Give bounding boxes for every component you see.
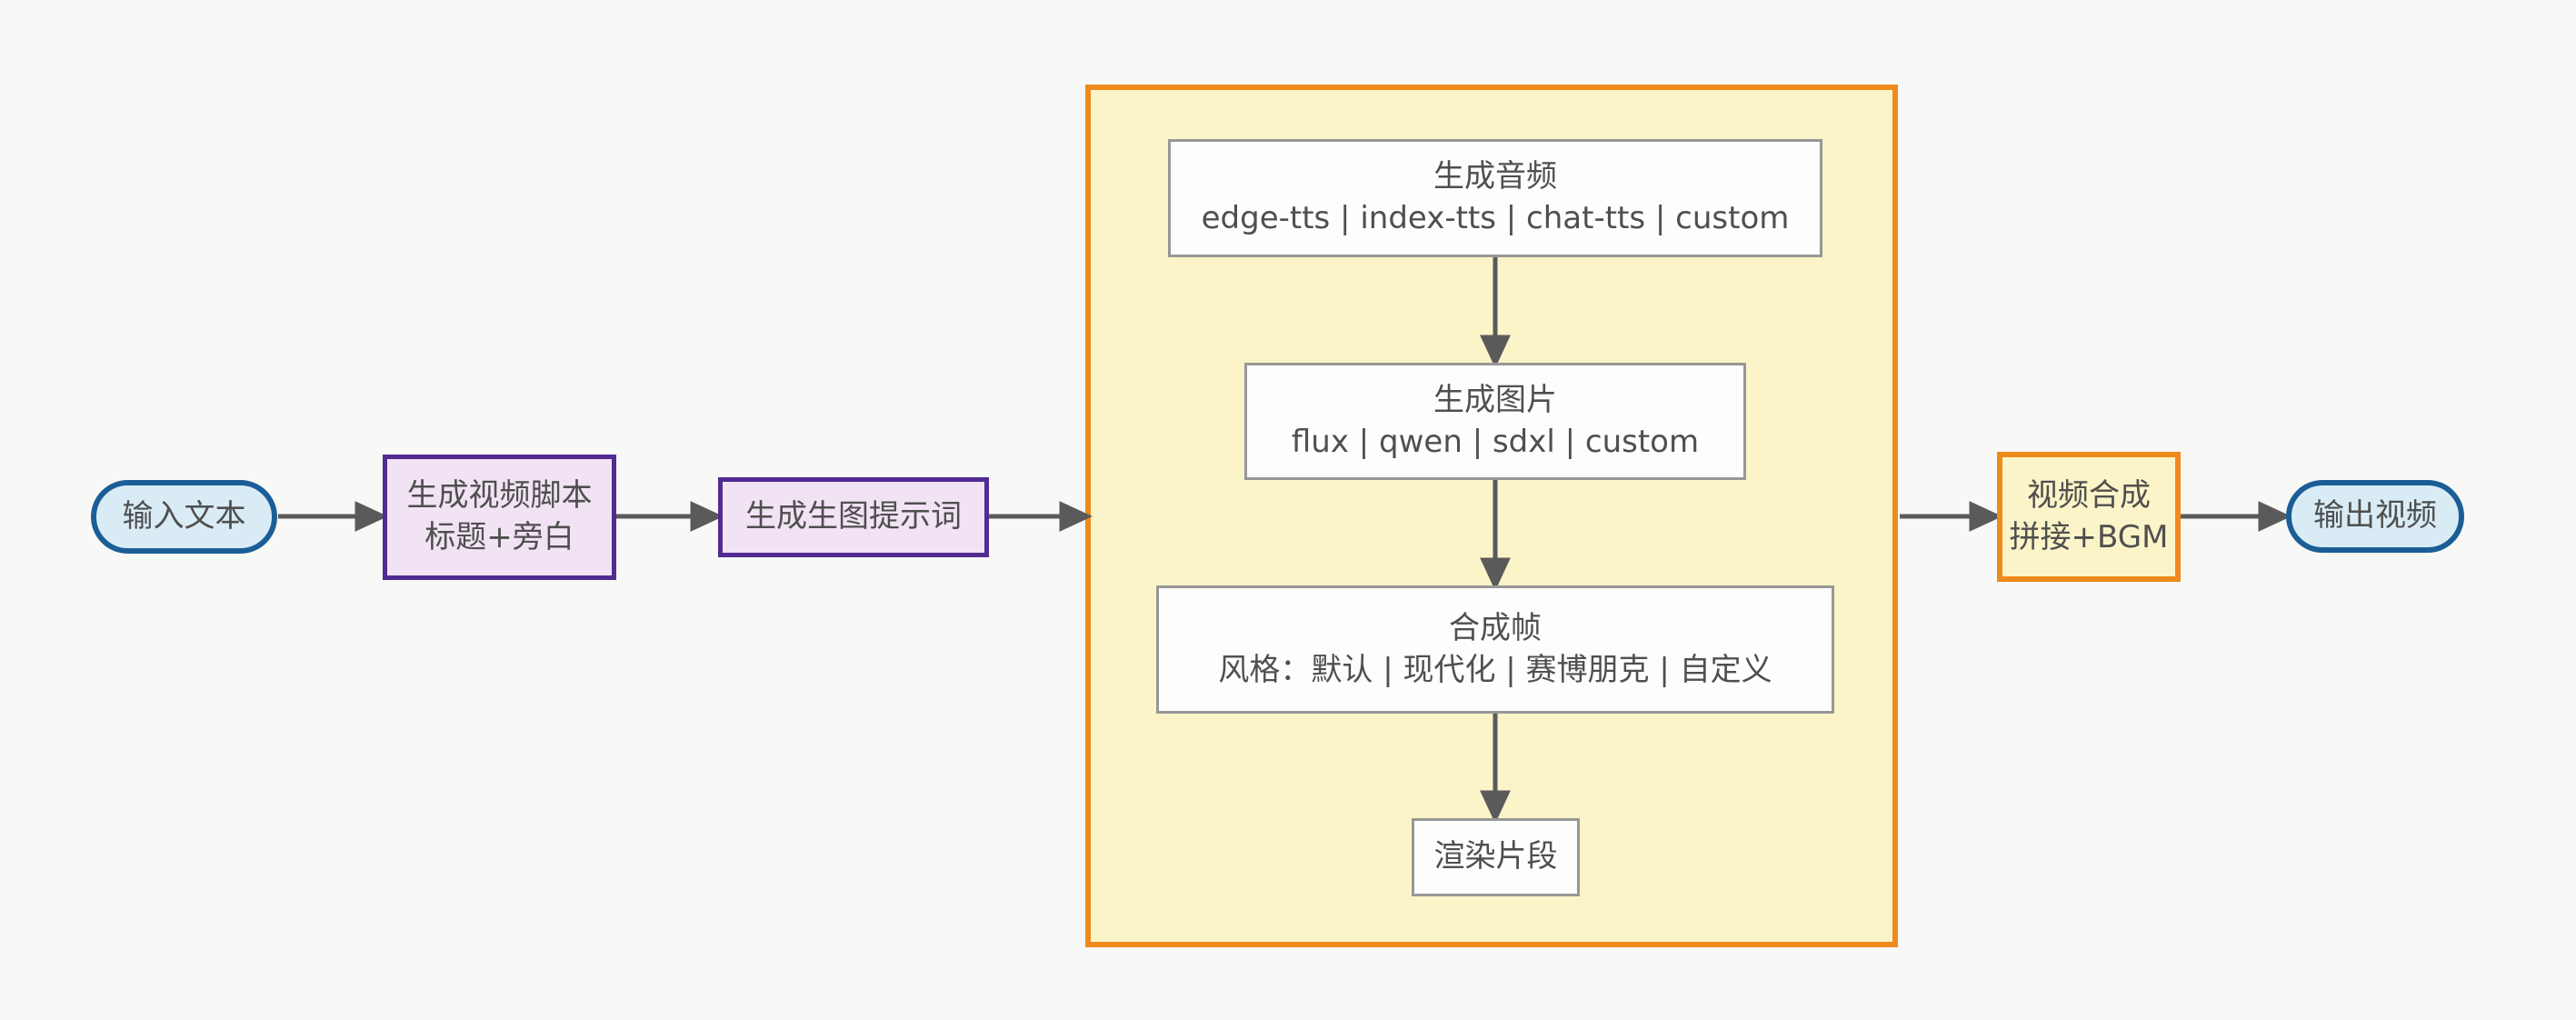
node-generate-image: 生成图片 flux | qwen | sdxl | custom	[1244, 363, 1746, 480]
node-generate-image-line2: flux | qwen | sdxl | custom	[1291, 423, 1700, 460]
arrowhead-prompt-to-pipeline	[1059, 501, 1093, 532]
arrowhead-pipeline-to-merge	[1969, 501, 2002, 532]
node-video-merge-line1: 视频合成	[2027, 476, 2151, 514]
arrowhead-merge-to-output	[2258, 501, 2291, 532]
node-generate-audio-line1: 生成音频	[1433, 158, 1557, 195]
node-input-text: 输入文本	[91, 480, 277, 554]
node-video-merge-line2: 拼接+BGM	[2009, 518, 2169, 555]
node-compose-frames-line1: 合成帧	[1449, 609, 1542, 646]
node-generate-audio: 生成音频 edge-tts | index-tts | chat-tts | c…	[1168, 139, 1822, 257]
node-render-clips: 渲染片段	[1412, 818, 1580, 896]
arrowhead-input-to-script	[354, 501, 388, 532]
node-generate-image-prompt-label: 生成生图提示词	[745, 498, 962, 535]
node-render-clips-label: 渲染片段	[1433, 838, 1558, 875]
node-generate-script-line2: 标题+旁白	[424, 519, 574, 555]
node-generate-audio-line2: edge-tts | index-tts | chat-tts | custom	[1201, 200, 1790, 236]
node-generate-script: 生成视频脚本 标题+旁白	[383, 455, 616, 580]
node-compose-frames-line2: 风格：默认 | 现代化 | 赛博朋克 | 自定义	[1218, 651, 1772, 688]
arrowhead-script-to-prompt	[690, 501, 724, 532]
node-generate-image-line1: 生成图片	[1433, 381, 1557, 418]
node-generate-script-line1: 生成视频脚本	[406, 477, 593, 515]
node-generate-image-prompt: 生成生图提示词	[718, 477, 989, 557]
node-input-text-label: 输入文本	[122, 497, 246, 535]
node-compose-frames: 合成帧 风格：默认 | 现代化 | 赛博朋克 | 自定义	[1156, 585, 1834, 714]
node-output-video-label: 输出视频	[2313, 497, 2437, 535]
node-video-merge: 视频合成 拼接+BGM	[1997, 452, 2181, 582]
node-output-video: 输出视频	[2286, 480, 2464, 553]
